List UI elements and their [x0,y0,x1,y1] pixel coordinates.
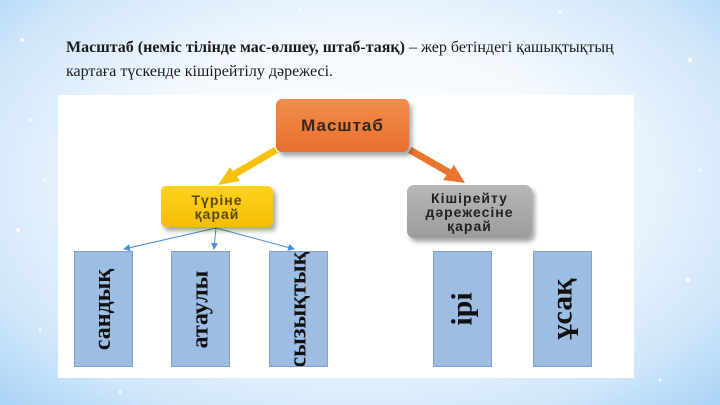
leaf-iri: ірі [433,251,492,367]
branch-node-by-type: Түріне қарай [161,186,273,227]
arrow-to-syzyktyk [215,227,295,251]
arrow-root-to-left [218,146,278,185]
leaf-usak-label: ұсақ [545,278,579,340]
leaf-iri-label: ірі [445,292,479,326]
definition-body: – жер бетіндегі қашықтықтың картаға түск… [66,39,614,80]
definition-text: Масштаб (неміс тілінде мас-өлшеу, штаб-т… [66,36,666,84]
leaf-ataulu: атаулы [171,251,230,367]
leaf-sandyk: сандық [74,251,133,367]
leaf-usak: ұсақ [533,251,592,367]
branch-right-label: Кішірейту дәрежесіне қарай [425,189,514,234]
leaf-sandyk-label: сандық [90,268,117,350]
arrow-to-sandyk [123,227,217,252]
arrow-to-ataulu [211,227,219,250]
arrow-root-to-right [408,146,465,183]
branch-left-label: Түріне қарай [191,191,243,222]
definition-term: Масштаб (неміс тілінде мас-өлшеу, штаб-т… [66,39,405,56]
leaf-syzyktyk: сызықтық [269,251,328,367]
root-node-label: Масштаб [301,115,384,135]
leaf-syzyktyk-label: сызықтық [285,251,311,367]
scale-diagram: Масштаб Түріне қарай Кішірейту дәрежесін… [58,95,634,378]
root-node-masshtab: Масштаб [276,99,409,152]
branch-node-by-reduction: Кішірейту дәрежесіне қарай [407,185,532,238]
diagram-connectors [123,146,465,252]
leaf-ataulu-label: атаулы [187,270,214,348]
